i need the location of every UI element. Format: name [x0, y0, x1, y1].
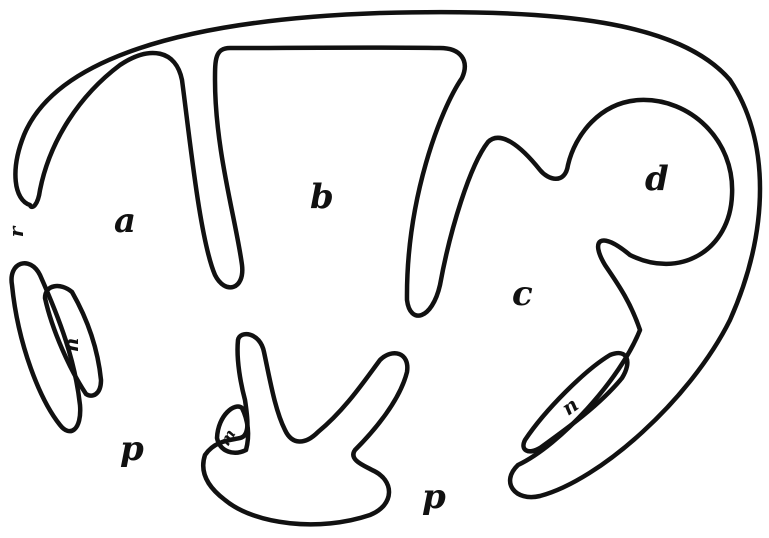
main-outline [15, 12, 760, 497]
label-c: c [512, 274, 533, 314]
label-left-lobe: n [59, 338, 83, 353]
label-b: b [310, 177, 334, 217]
middle-lobe-outline [203, 334, 407, 524]
label-p-left: p [120, 429, 144, 469]
label-a: a [114, 201, 136, 241]
label-left-lobe-group: n [59, 338, 83, 353]
label-edge-left-group: r [4, 225, 28, 237]
label-d: d [645, 159, 669, 199]
label-p-right: p [422, 477, 446, 517]
label-edge-left: r [4, 225, 28, 237]
